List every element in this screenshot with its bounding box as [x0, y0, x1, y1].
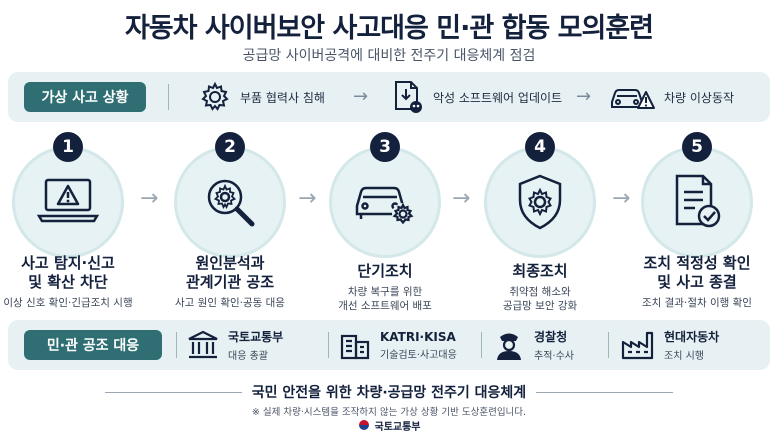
step-description-line: 취약점 해소와: [509, 286, 571, 298]
arrow-right-icon: →: [576, 86, 592, 107]
agency-role: 기술검토·사고대응: [380, 349, 457, 361]
step-description-line: 차량 복구를 위한: [347, 286, 423, 298]
agency-band: 민·관 공조 대응 국토교통부 대응 총괄: [8, 320, 770, 370]
laptop-warning-icon: [36, 176, 100, 228]
divider: [481, 332, 482, 358]
step-circle: [174, 146, 286, 258]
agency-item-police: 경찰청 추적·수사: [492, 327, 574, 363]
car-gear-icon: [353, 176, 417, 228]
divider: [168, 84, 169, 110]
agency-label: 민·관 공조 대응: [24, 330, 162, 360]
agency-item-molit: 국토교통부 대응 총괄: [186, 327, 283, 363]
divider: [328, 332, 329, 358]
agency-role: 조치 시행: [664, 351, 704, 362]
scenario-item-malware: 악성 소프트웨어 업데이트: [391, 78, 562, 116]
page-title: 자동차 사이버보안 사고대응 민·관 합동 모의훈련: [124, 13, 654, 44]
page-subtitle: 공급망 사이버공격에 대비한 전주기 대응체계 점검: [242, 48, 536, 64]
agency-role: 대응 총괄: [228, 351, 268, 362]
step-description: 취약점 해소와 공급망 보안 강화: [460, 285, 620, 313]
agency-name: 국토교통부: [228, 330, 284, 344]
car-warning-icon: [608, 80, 656, 114]
document-check-icon: [669, 172, 725, 232]
step-number-badge: 2: [215, 132, 245, 162]
agency-name: 경찰청: [534, 330, 568, 344]
gear-icon: [198, 80, 232, 114]
divider: [608, 332, 609, 358]
step-title: 원인분석과 관계기관 공조: [150, 254, 310, 292]
government-building-icon: [186, 328, 220, 362]
step-number-badge: 4: [525, 132, 555, 162]
scenario-band: 가상 사고 상황 부품 협력사 침해 →: [8, 72, 770, 122]
police-officer-icon: [492, 328, 526, 362]
step-title-line: 및 확산 차단: [28, 273, 108, 291]
step-number-badge: 1: [53, 132, 83, 162]
step-circle: [641, 146, 753, 258]
step-title: 조치 적정성 확인 및 사고 종결: [617, 254, 777, 292]
step-circle: [12, 146, 124, 258]
footer-slogan-text: 국민 안전을 위한 차량·공급망 전주기 대응체계: [241, 385, 537, 401]
agency-item-katri-kisa: KATRI·KISA 기술검토·사고대응: [338, 327, 457, 363]
scenario-item-label: 차량 이상동작: [664, 90, 735, 105]
malware-document-icon: [391, 79, 425, 115]
step-title-line: 조치 적정성 확인: [643, 254, 751, 272]
divider: [176, 332, 177, 358]
step-title-line: 관계기관 공조: [185, 273, 275, 291]
agency-name: KATRI·KISA: [380, 329, 456, 344]
scenario-item-label: 부품 협력사 침해: [240, 90, 325, 105]
agency-item-hyundai: 현대자동차 조치 시행: [620, 327, 719, 363]
arrow-right-icon: →: [452, 186, 471, 211]
arrow-right-icon: →: [140, 186, 159, 211]
scenario-item-label: 악성 소프트웨어 업데이트: [433, 90, 563, 105]
step-title: 단기조치: [357, 262, 413, 280]
taegeuk-emblem-icon: [358, 419, 370, 431]
ministry-logo: 국토교통부: [0, 418, 778, 432]
scenario-label: 가상 사고 상황: [24, 82, 146, 112]
step-title: 최종조치: [512, 262, 568, 280]
agency-name: 현대자동차: [664, 330, 720, 344]
arrow-right-icon: →: [612, 186, 631, 211]
arrow-right-icon: →: [353, 86, 369, 107]
step-description: 이상 신호 확인·긴급조치 시행: [3, 297, 133, 309]
step-description: 차량 복구를 위한 개선 소프트웨어 배포: [305, 285, 465, 313]
footnote: ※ 실제 차량·시스템을 조작하지 않는 가상 상황 기반 도상훈련입니다.: [251, 407, 527, 418]
scenario-item-supplier: 부품 협력사 침해: [198, 78, 325, 116]
factory-icon: [620, 328, 656, 362]
step-description-line: 공급망 보안 강화: [502, 300, 578, 312]
shield-gear-icon: [512, 172, 568, 232]
step-title-line: 사고 탐지·신고: [21, 254, 115, 272]
step-title-line: 원인분석과: [195, 254, 265, 272]
footer-slogan: 국민 안전을 위한 차량·공급망 전주기 대응체계: [0, 382, 778, 402]
scenario-item-vehicle: 차량 이상동작: [608, 78, 734, 116]
step-title: 사고 탐지·신고 및 확산 차단: [0, 254, 148, 292]
step-circle: [329, 146, 441, 258]
step-description: 조치 결과·절차 이행 확인: [642, 297, 752, 309]
arrow-right-icon: →: [298, 186, 317, 211]
step-number-badge: 3: [370, 132, 400, 162]
office-building-icon: [338, 328, 372, 362]
step-description-line: 개선 소프트웨어 배포: [338, 300, 432, 312]
ministry-name: 국토교통부: [374, 421, 421, 432]
step-circle: [484, 146, 596, 258]
step-title-line: 및 사고 종결: [657, 273, 737, 291]
step-number-badge: 5: [682, 132, 712, 162]
magnifier-gear-icon: [200, 172, 260, 232]
step-description: 사고 원인 확인·공동 대응: [175, 297, 285, 309]
agency-role: 추적·수사: [534, 351, 574, 362]
